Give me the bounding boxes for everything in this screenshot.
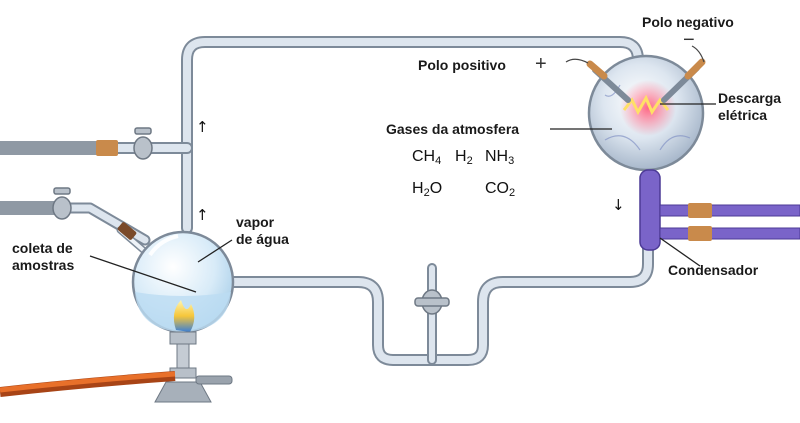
negative-sign: − [683, 29, 695, 51]
flow-arrow-up: ↑ [196, 206, 209, 224]
electric-spark [622, 94, 670, 116]
sampling-label-line2: amostras [12, 257, 75, 273]
spark-chamber [565, 45, 706, 172]
stopcock-valve [52, 127, 450, 315]
condenser-label: Condensador [668, 262, 759, 278]
leader-lines [89, 103, 716, 293]
discharge-label-line2: elétrica [718, 107, 768, 123]
flow-arrow-down: ↓ [612, 196, 625, 214]
bunsen-burner [154, 300, 233, 403]
flow-arrow-up: ↑ [196, 118, 209, 136]
formula-ch4: CH4 [412, 148, 442, 167]
positive-pole-label: Polo positivo [418, 57, 506, 73]
formula-h2o: H2O [412, 180, 443, 199]
formula-h2: H2 [455, 148, 473, 167]
formula-nh3: NH3 [485, 148, 515, 167]
vapor-label-line1: vapor [236, 214, 275, 230]
discharge-label-line1: Descarga [718, 90, 782, 106]
positive-sign: + [535, 53, 547, 75]
glass-tubing [0, 36, 654, 366]
rubber-connector [96, 140, 118, 156]
sampling-label-line1: coleta de [12, 240, 73, 256]
condenser-jacket [639, 169, 800, 251]
gases-label: Gases da atmosfera [386, 121, 520, 137]
negative-pole-label: Polo negativo [642, 14, 734, 30]
vapor-label-line2: de água [236, 231, 289, 247]
formula-co2: CO2 [485, 180, 516, 199]
inlet-pipe [0, 141, 100, 155]
sampling-pipe [0, 201, 55, 215]
